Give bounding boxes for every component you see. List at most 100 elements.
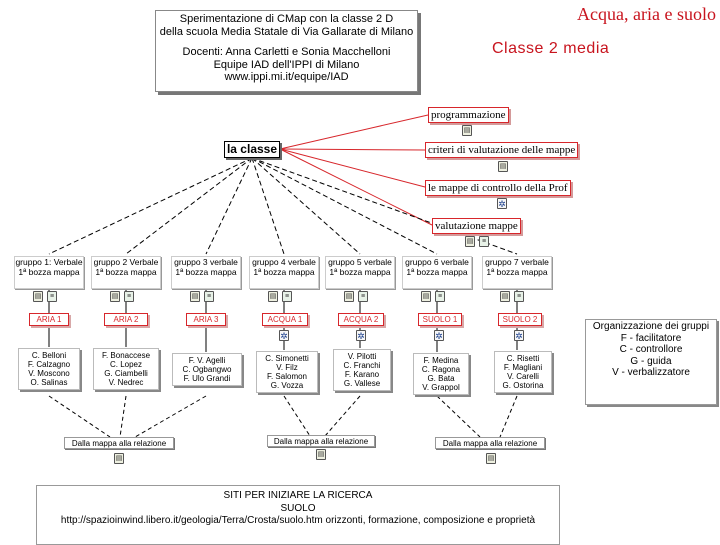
document-icon[interactable]: ▤	[114, 453, 124, 464]
member: G. Ciambelli	[104, 369, 148, 378]
group-members-4: C. Simonetti V. Filz F. Salomon G. Vozza	[256, 351, 318, 393]
cmap-star-icon[interactable]: ✲	[514, 330, 524, 341]
member: V. Pilotti	[347, 352, 377, 361]
member: O. Salinas	[30, 378, 68, 387]
site-link[interactable]: http://spazioinwind.libero.it/geologia/T…	[60, 515, 536, 526]
group-links	[48, 157, 518, 255]
note-icon[interactable]: ≡	[514, 291, 524, 302]
group-node-5[interactable]: gruppo 5 verbale 1ª bozza mappa	[325, 256, 395, 289]
info-line: Sperimentazione di CMap con la classe 2 …	[179, 13, 394, 25]
member: V. Carelli	[507, 372, 539, 381]
group-members-7: C. Risetti F. Magliani V. Carelli G. Ost…	[494, 351, 552, 393]
group-node-1[interactable]: gruppo 1: Verbale 1ª bozza mappa	[14, 256, 84, 289]
member: F. Karano	[344, 370, 380, 379]
member: C. Risetti	[506, 354, 540, 363]
document-icon[interactable]: ▤	[190, 291, 200, 302]
note-icon[interactable]: ≡	[479, 236, 489, 247]
legend-item: V - verbalizzatore	[612, 367, 690, 378]
resource-links	[279, 114, 433, 226]
member: G. Ostorina	[502, 381, 544, 390]
member: V. Filz	[276, 363, 298, 372]
document-icon[interactable]: ▤	[316, 449, 326, 460]
member: F. Bonaccese	[101, 351, 151, 360]
member: C. Lopez	[109, 360, 143, 369]
member: C. Simonetti	[265, 354, 309, 363]
note-icon[interactable]: ≡	[435, 291, 445, 302]
document-icon[interactable]: ▤	[498, 161, 508, 172]
document-icon[interactable]: ▤	[110, 291, 120, 302]
note-icon[interactable]: ≡	[204, 291, 214, 302]
document-icon[interactable]: ▤	[268, 291, 278, 302]
member: F. Calzagno	[27, 360, 71, 369]
resource-node-valutazione[interactable]: valutazione mappe	[432, 218, 521, 234]
member: C. Franchi	[343, 361, 381, 370]
slide-title: Acqua, aria e suolo	[577, 4, 716, 24]
topic-tag-suolo-2[interactable]: SUOLO 2	[498, 313, 542, 326]
cmap-star-icon[interactable]: ✲	[434, 330, 444, 341]
relation-links	[48, 395, 518, 438]
info-line: della scuola Media Statale di Via Gallar…	[159, 25, 414, 38]
document-icon[interactable]: ▤	[486, 453, 496, 464]
member: G. Vozza	[270, 381, 304, 390]
info-line: Docenti: Anna Carletti e Sonia Macchello…	[182, 46, 391, 58]
legend-title: Organizzazione dei gruppi	[592, 321, 710, 332]
group-node-4[interactable]: gruppo 4 verbale 1ª bozza mappa	[249, 256, 319, 289]
member: V. Nedrec	[108, 378, 144, 387]
member: F. Ulo Grandi	[183, 374, 231, 383]
group-node-3[interactable]: gruppo 3 verbale 1ª bozza mappa	[171, 256, 241, 289]
group-node-2[interactable]: gruppo 2 Verbale 1ª bozza mappa	[91, 256, 161, 289]
document-icon[interactable]: ▤	[33, 291, 43, 302]
cmap-star-icon[interactable]: ✲	[497, 198, 507, 209]
groups-legend: Organizzazione dei gruppi F - facilitato…	[585, 319, 717, 405]
relation-node[interactable]: Dalla mappa alla relazione	[64, 437, 174, 449]
topic-tag-acqua-1[interactable]: ACQUA 1	[262, 313, 308, 326]
document-icon[interactable]: ▤	[465, 236, 475, 247]
info-link[interactable]: www.ippi.mi.it/equipe/IAD	[224, 71, 349, 83]
resource-node-criteri[interactable]: criteri di valutazione delle mappe	[425, 142, 579, 158]
group-node-6[interactable]: gruppo 6 verbale 1ª bozza mappa	[402, 256, 472, 289]
topic-tag-aria-1[interactable]: ARIA 1	[29, 313, 69, 326]
sites-heading: SITI PER INIZIARE LA RICERCA	[223, 490, 373, 501]
legend-item: G - guida	[630, 355, 672, 367]
cmap-star-icon[interactable]: ✲	[279, 330, 289, 341]
note-icon[interactable]: ≡	[47, 291, 57, 302]
document-icon[interactable]: ▤	[421, 291, 431, 302]
member: C. Ogbangwo	[182, 365, 232, 374]
legend-item: F - facilitatore	[620, 332, 682, 344]
cmap-star-icon[interactable]: ✲	[356, 330, 366, 341]
group-members-1: C. Belloni F. Calzagno V. Moscono O. Sal…	[18, 348, 80, 390]
research-sites-box: SITI PER INIZIARE LA RICERCA SUOLO http:…	[36, 485, 560, 545]
sites-topic: SUOLO	[280, 502, 316, 514]
group-node-7[interactable]: gruppo 7 verbale 1ª bozza mappa	[482, 256, 552, 289]
resource-node-mappe-controllo[interactable]: le mappe di controllo della Prof	[425, 180, 571, 196]
relation-node[interactable]: Dalla mappa alla relazione	[435, 437, 545, 449]
member: C. Belloni	[31, 351, 67, 360]
note-icon[interactable]: ≡	[124, 291, 134, 302]
group-members-6: F. Medina C. Ragona G. Bata V. Grappol	[413, 353, 469, 395]
member: F. Magliani	[503, 363, 543, 372]
note-icon[interactable]: ≡	[358, 291, 368, 302]
central-node[interactable]: la classe	[224, 141, 280, 158]
info-line: Equipe IAD dell'IPPI di Milano	[213, 58, 360, 71]
member: F. V. Agelli	[188, 356, 226, 365]
resource-node-programmazione[interactable]: programmazione	[428, 107, 509, 123]
topic-tag-aria-3[interactable]: ARIA 3	[186, 313, 226, 326]
member: G. Vallese	[343, 379, 381, 388]
group-members-3: F. V. Agelli C. Ogbangwo F. Ulo Grandi	[172, 353, 242, 386]
topic-tag-acqua-2[interactable]: ACQUA 2	[338, 313, 384, 326]
member: G. Bata	[427, 374, 455, 383]
document-icon[interactable]: ▤	[462, 125, 472, 136]
note-icon[interactable]: ≡	[282, 291, 292, 302]
document-icon[interactable]: ▤	[500, 291, 510, 302]
group-members-2: F. Bonaccese C. Lopez G. Ciambelli V. Ne…	[93, 348, 159, 390]
member: V. Moscono	[28, 369, 70, 378]
group-members-5: V. Pilotti C. Franchi F. Karano G. Valle…	[333, 349, 391, 391]
topic-tag-suolo-1[interactable]: SUOLO 1	[418, 313, 462, 326]
document-icon[interactable]: ▤	[344, 291, 354, 302]
member: F. Salomon	[266, 372, 308, 381]
member: V. Grappol	[422, 383, 460, 392]
member: F. Medina	[423, 356, 459, 365]
legend-item: C - controllore	[619, 344, 683, 355]
topic-tag-aria-2[interactable]: ARIA 2	[104, 313, 148, 326]
relation-node[interactable]: Dalla mappa alla relazione	[267, 435, 375, 447]
